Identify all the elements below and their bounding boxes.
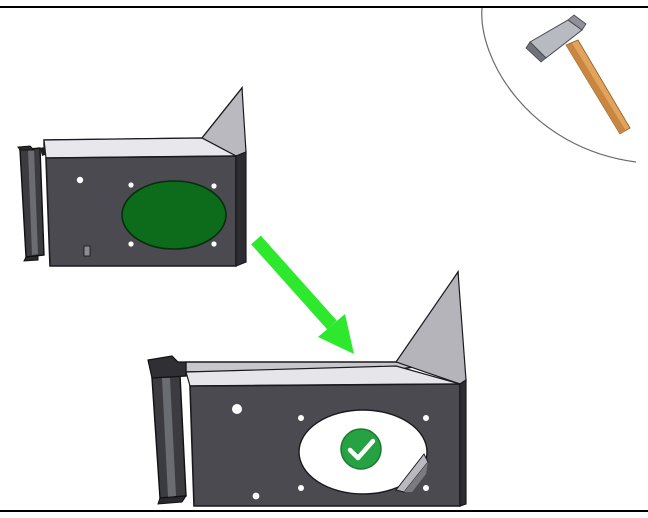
bracket-after-hole [232,404,242,414]
bracket-after [147,269,467,507]
bracket-before-hole [128,241,134,247]
bracket-before [17,85,247,267]
bracket-before-hole [211,241,217,247]
bottom-rule [0,510,648,512]
bracket-before-hole [76,176,84,184]
tool-callout [481,7,637,163]
knockout-plate [121,180,227,250]
arrow-icon [251,235,354,354]
bracket-after-hole [298,415,304,421]
bracket-after-hole [423,485,429,491]
tool-callout-circle [481,7,637,163]
bracket-after-hole [298,485,304,491]
check-icon [340,428,382,470]
bracket-before-hole [211,183,217,189]
bracket-before-hole [128,182,134,188]
bracket-after-hole [252,492,260,500]
hammer-icon [525,14,631,135]
bracket-before-slot [83,245,91,257]
bracket-after-hole [423,415,429,421]
top-rule [0,6,648,8]
